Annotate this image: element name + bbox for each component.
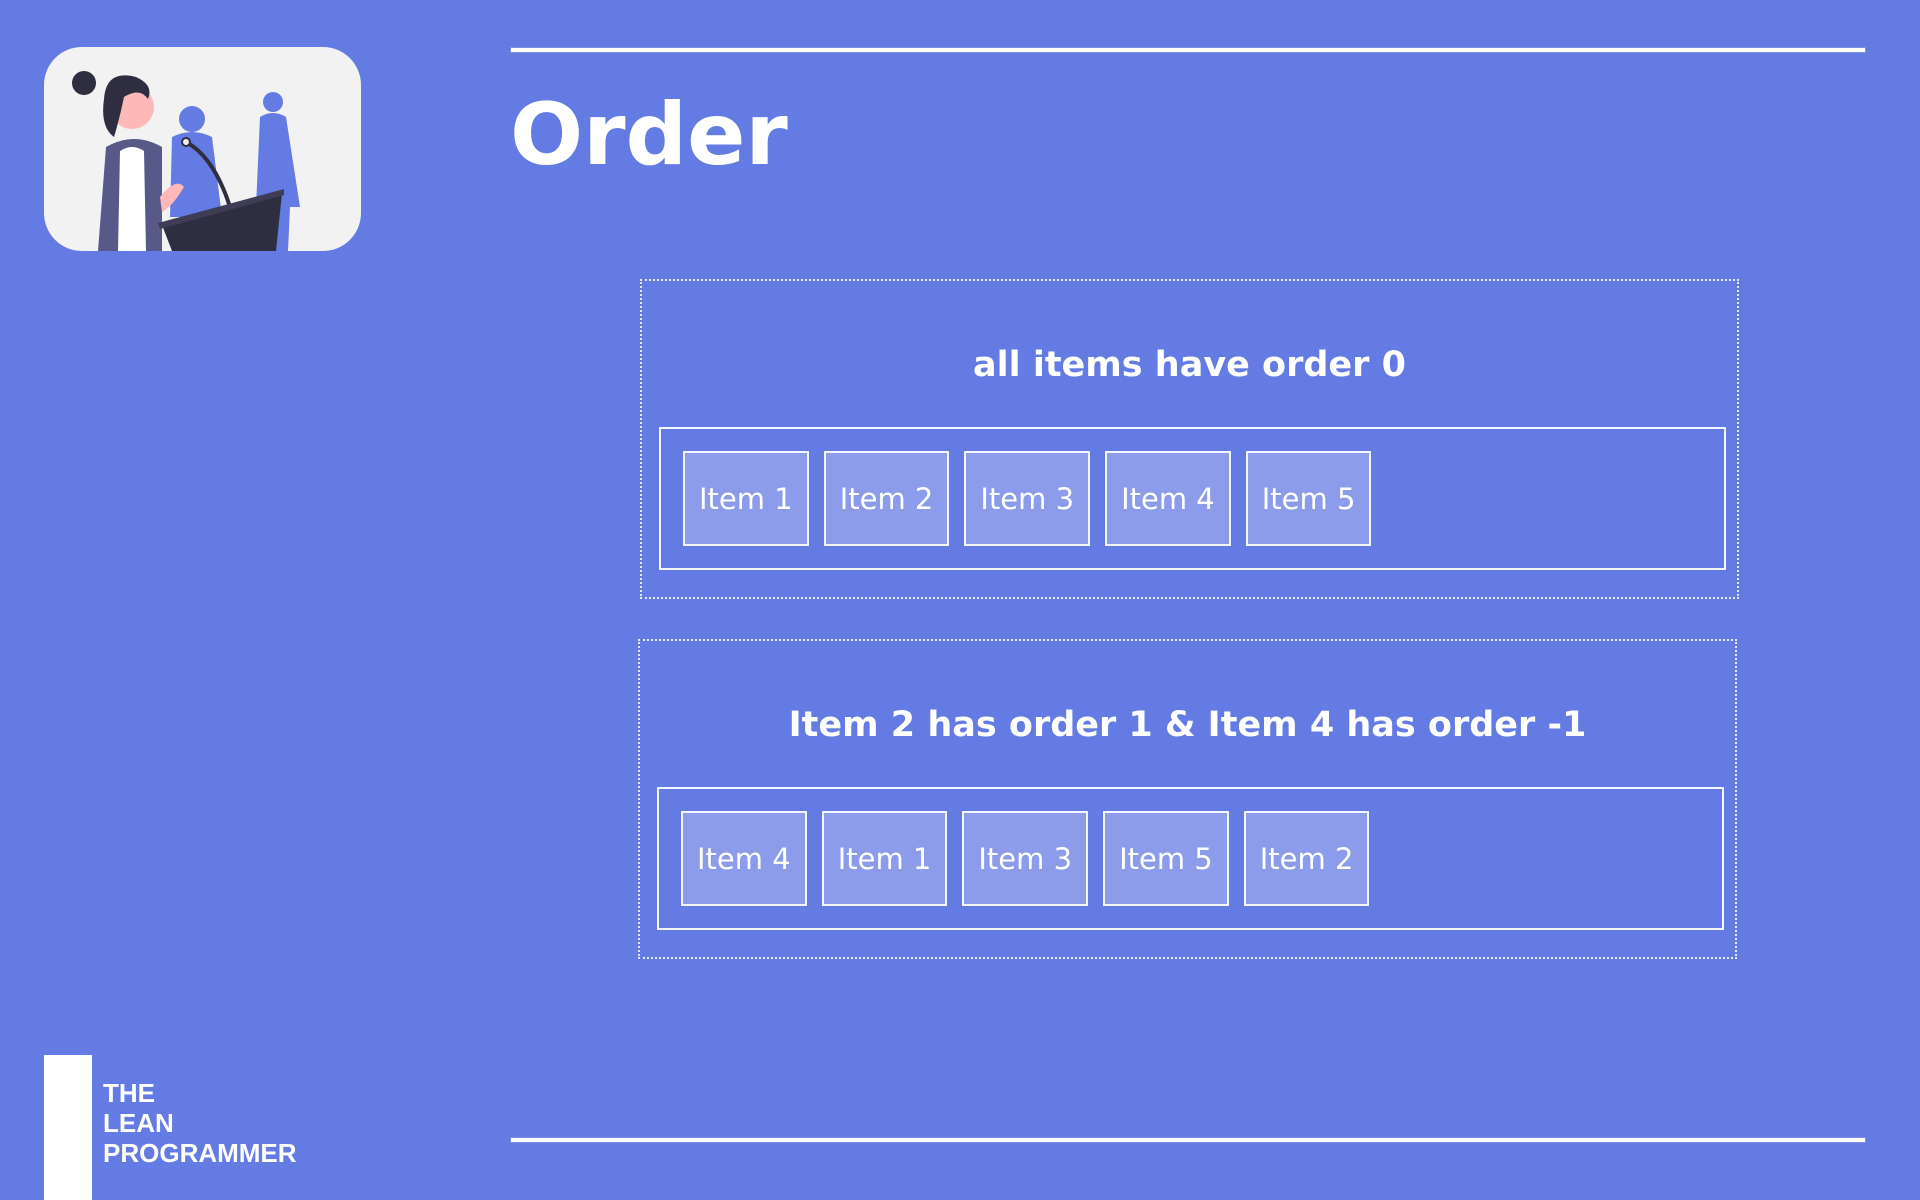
flex-container: Item 4 Item 1 Item 3 Item 5 Item 2 [657,787,1724,930]
slide-title: Order [510,85,788,185]
brand-logo-text: THE LEAN PROGRAMMER [103,1078,297,1168]
speaker-at-podium-icon [72,71,300,251]
flex-item: Item 4 [681,811,807,906]
demo-caption: all items have order 0 [973,345,1406,385]
flex-item: Item 5 [1245,451,1372,546]
flex-item: Item 1 [821,811,948,906]
flex-item: Item 2 [1243,811,1370,906]
flex-container: Item 1 Item 2 Item 3 Item 4 Item 5 [659,427,1726,570]
flex-item: Item 3 [964,451,1091,546]
demo-caption: Item 2 has order 1 & Item 4 has order -1 [788,705,1587,745]
flex-item: Item 1 [683,451,809,546]
brand-bar [44,1055,92,1200]
speaker-illustration [44,47,361,251]
flex-item: Item 3 [962,811,1089,906]
brand-line-1: THE [103,1078,155,1108]
brand-line-2: LEAN [103,1108,174,1138]
bottom-rule [510,1137,1866,1143]
brand-line-3: PROGRAMMER [103,1138,297,1168]
order-demo-custom: Item 2 has order 1 & Item 4 has order -1… [638,639,1737,959]
flex-item: Item 5 [1103,811,1229,906]
flex-item: Item 4 [1105,451,1231,546]
flex-item: Item 2 [823,451,950,546]
top-rule [510,47,1866,53]
order-demo-default: all items have order 0 Item 1 Item 2 Ite… [640,279,1739,599]
